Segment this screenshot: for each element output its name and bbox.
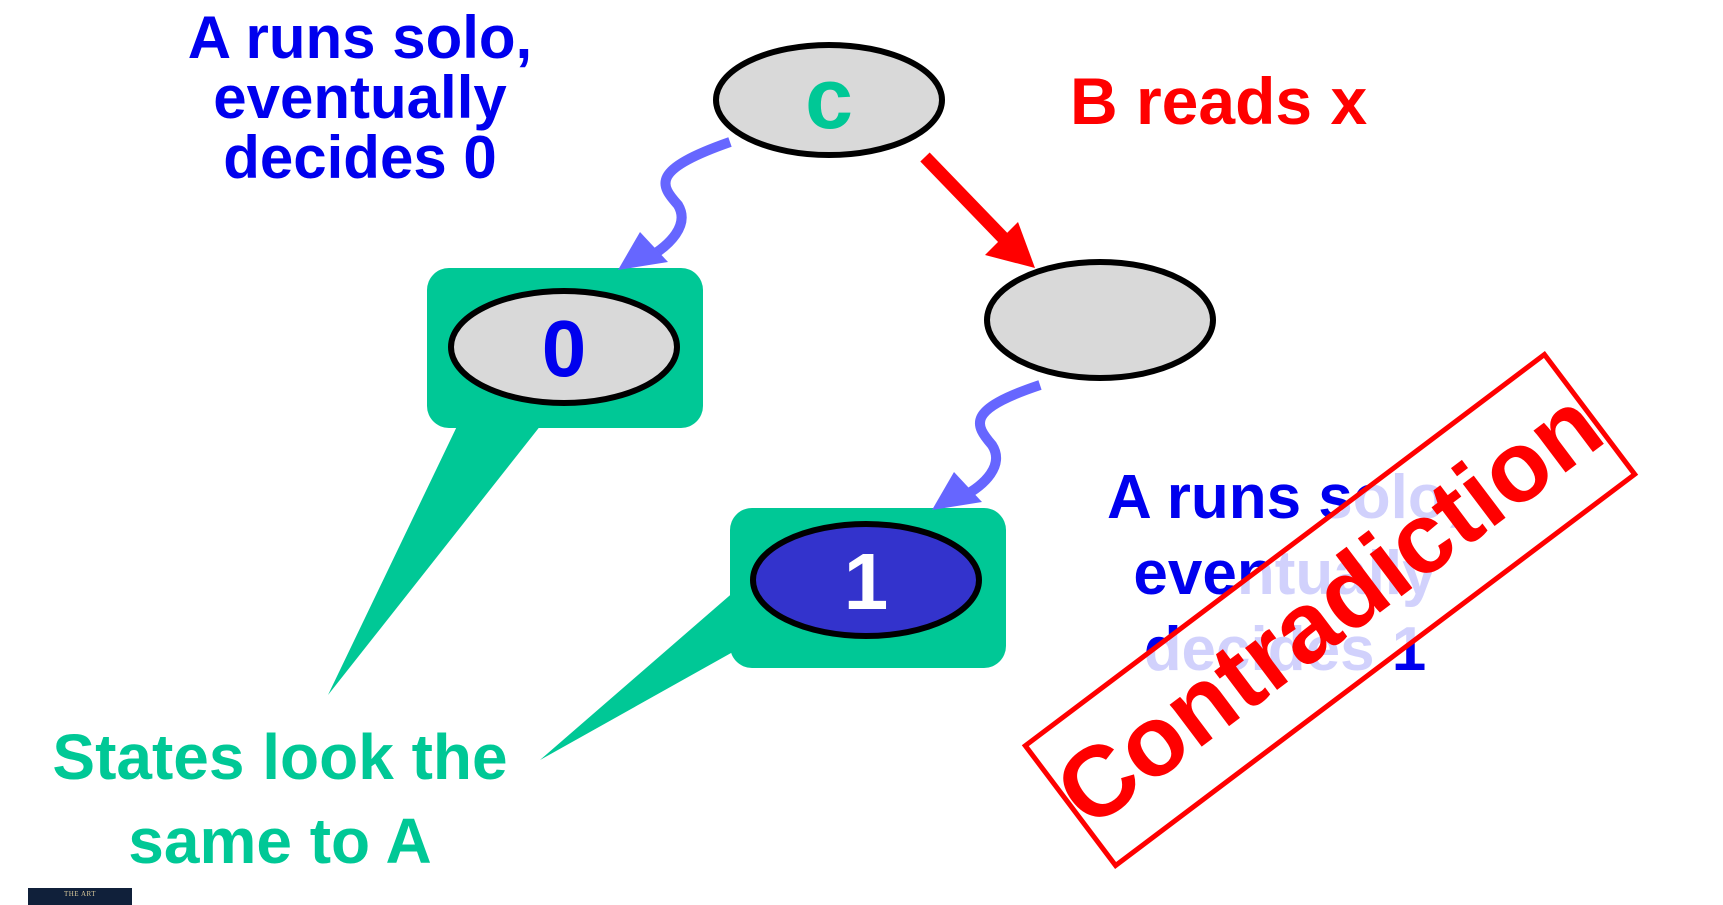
node-decides-1-label: 1 [844, 537, 889, 626]
label-a0-line-3: decides 0 [223, 124, 497, 191]
label-same-line-1: States look the [52, 721, 508, 793]
squiggle-arrow-c-to-0 [618, 137, 732, 270]
label-a-runs-solo-decides-0: A runs solo, eventually decides 0 [120, 8, 600, 188]
node-decides-0-label: 0 [542, 304, 587, 393]
node-decides-1: 1 [750, 521, 982, 639]
label-a0-line-2: eventually [213, 64, 507, 131]
book-logo: THE ART [28, 888, 132, 905]
node-root-label: c [805, 51, 853, 147]
b-reads-arrow [920, 152, 1035, 268]
label-b-reads-x: B reads x [1070, 64, 1368, 138]
contradiction-stamp-text: Contradiction [1036, 368, 1622, 849]
label-same-line-2: same to A [128, 805, 432, 877]
label-states-look-same: States look the same to A [0, 715, 560, 883]
node-root: c [713, 42, 945, 158]
squiggle-arrow-to-1 [932, 380, 1042, 510]
label-a0-line-1: A runs solo, [187, 4, 533, 71]
node-after-b-reads [984, 259, 1216, 381]
node-decides-0: 0 [448, 288, 680, 406]
